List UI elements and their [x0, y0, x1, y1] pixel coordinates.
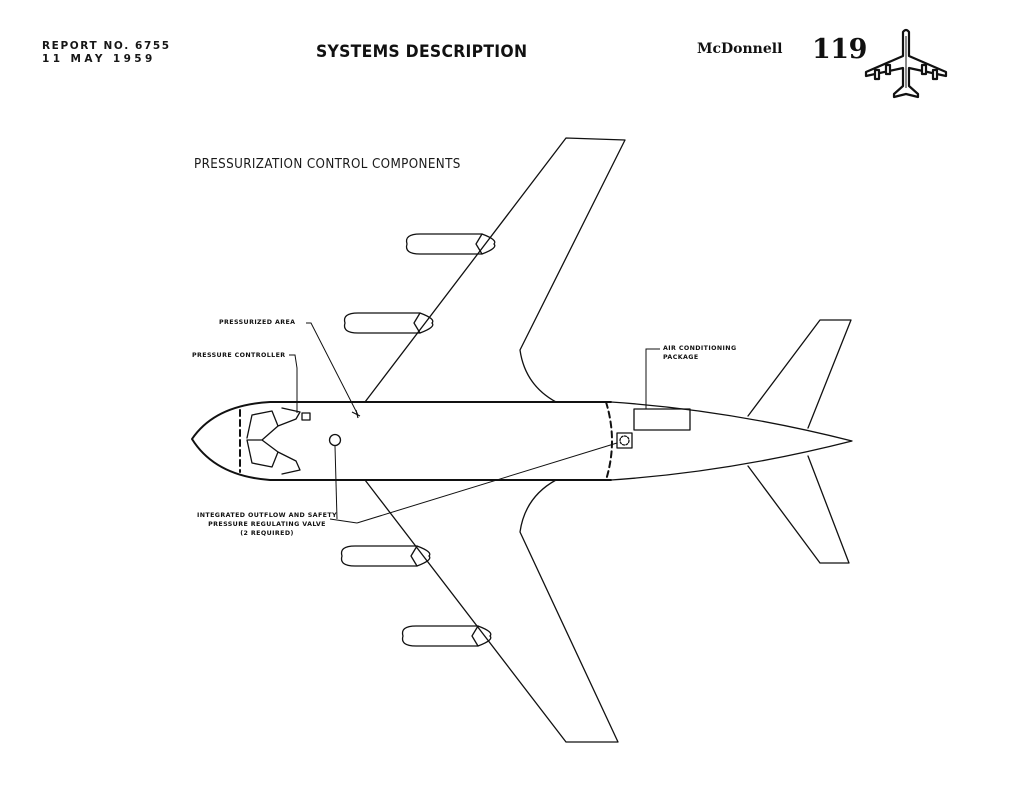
model-number: 119 — [812, 34, 867, 65]
upper-wing — [364, 137, 626, 403]
leader-valve-front — [334, 445, 338, 520]
callout-air-conditioning: AIR CONDITIONING PACKAGE — [663, 344, 737, 362]
aft-bulkhead — [605, 401, 613, 481]
outflow-valve — [328, 433, 342, 447]
callout-valve-line2: PRESSURE REGULATING VALVE — [208, 521, 326, 528]
lower-stabilizer — [747, 455, 850, 564]
leader-pressure-controller — [289, 354, 298, 413]
leader-pressurized-area — [306, 322, 359, 416]
document-title: SYSTEMS DESCRIPTION — [316, 42, 528, 62]
callout-outflow-valve: INTEGRATED OUTFLOW AND SAFETY PRESSURE R… — [197, 511, 337, 538]
diagram-title: PRESSURIZATION CONTROL COMPONENTS — [194, 157, 461, 172]
callout-pressurized-area: PRESSURIZED AREA — [219, 319, 296, 326]
upper-stabilizer — [747, 319, 852, 429]
air-conditioning-package — [633, 408, 691, 431]
callout-air-conditioning-line2: PACKAGE — [663, 354, 699, 361]
aft-outflow-valve-box — [616, 432, 633, 449]
callout-valve-line1: INTEGRATED OUTFLOW AND SAFETY — [197, 512, 337, 519]
windshield — [246, 407, 301, 475]
callout-valve-line3: (2 REQUIRED) — [240, 530, 294, 537]
leader-air-conditioning — [645, 348, 660, 409]
engine-nacelles — [340, 233, 496, 647]
callout-air-conditioning-line1: AIR CONDITIONING — [663, 345, 737, 352]
pressure-controller-box — [301, 412, 311, 421]
callout-pressure-controller: PRESSURE CONTROLLER — [192, 352, 286, 359]
tail-cone — [610, 401, 853, 481]
brand-name: McDonnell — [697, 41, 783, 57]
lower-wing — [364, 479, 619, 743]
aircraft-icon — [864, 28, 948, 99]
report-date: 11 MAY 1959 — [42, 53, 156, 65]
report-number: REPORT NO. 6755 — [42, 40, 171, 52]
leader-valve-aft — [356, 442, 618, 524]
pressurized-fuselage — [191, 401, 612, 481]
